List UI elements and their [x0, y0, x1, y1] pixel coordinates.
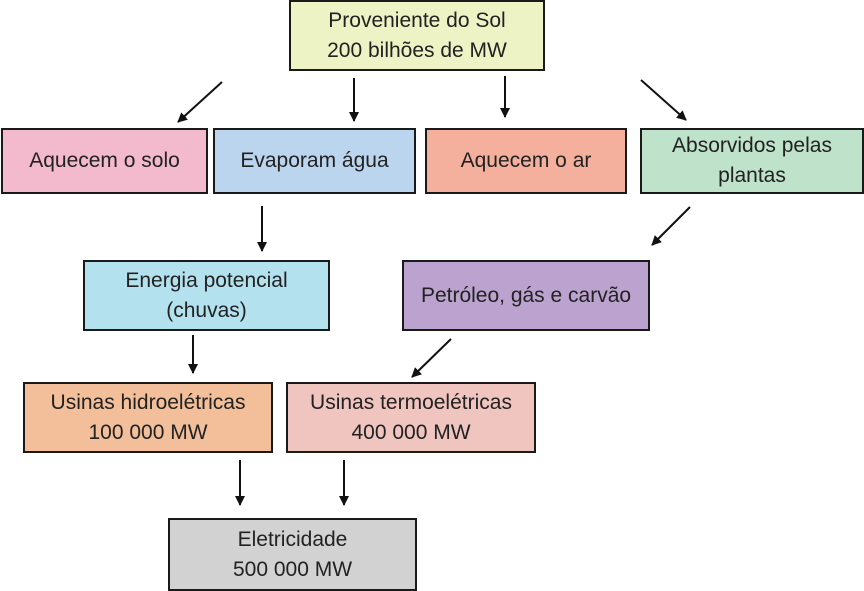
node-line: Absorvidos pelas [672, 134, 832, 157]
node-line: 200 bilhões de MW [327, 38, 507, 62]
node-line: Petróleo, gás e carvão [420, 283, 632, 307]
node-line: 100 000 MW [88, 420, 208, 444]
node-eletricidade: Eletricidade 500 000 MW [168, 518, 417, 591]
node-line: Evaporam água [240, 149, 389, 172]
node-aquecem-o-solo: Aquecem o solo [1, 128, 208, 194]
node-line: plantas [718, 164, 786, 187]
arrow-petroleo-to-termo [411, 338, 452, 378]
node-absorvidos-pelas-plantas: Absorvidos pelas plantas [640, 128, 864, 194]
node-line: 400 000 MW [351, 420, 471, 444]
node-line: Proveniente do Sol [328, 8, 506, 32]
node-line: Usinas termoelétricas [310, 390, 512, 414]
node-line: Usinas hidroelétricas [50, 390, 246, 414]
node-line: Aquecem o solo [29, 149, 180, 172]
node-aquecem-o-ar: Aquecem o ar [425, 128, 627, 194]
node-evaporam-agua: Evaporam água [213, 128, 416, 194]
node-proveniente-do-sol: Proveniente do Sol 200 bilhões de MW [289, 0, 545, 71]
node-usinas-hidroeletricas: Usinas hidroelétricas 100 000 MW [23, 382, 273, 453]
node-petroleo-gas-e-carvao: Petróleo, gás e carvão [402, 260, 650, 331]
arrow-sol-to-solo [177, 81, 223, 123]
node-usinas-termoeletricas: Usinas termoelétricas 400 000 MW [286, 382, 536, 453]
node-line: Eletricidade [237, 527, 348, 551]
node-line: (chuvas) [166, 298, 247, 322]
node-energia-potencial: Energia potencial (chuvas) [83, 260, 330, 331]
arrow-sol-to-plantas [640, 79, 687, 121]
node-line: Energia potencial [125, 268, 288, 292]
node-line: Aquecem o ar [460, 149, 592, 172]
node-line: 500 000 MW [232, 557, 353, 581]
arrow-plantas-to-petroleo [651, 206, 691, 246]
